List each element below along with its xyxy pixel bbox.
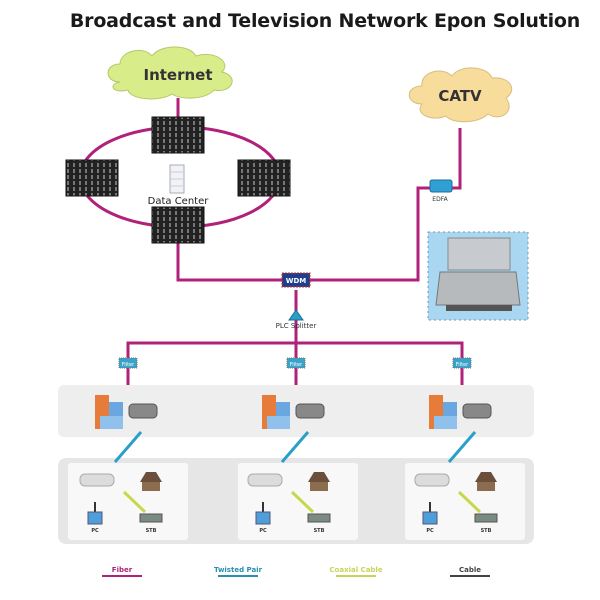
splitter-label: PLC Splitter (276, 322, 317, 330)
svg-text:Filter: Filter (456, 362, 469, 368)
home-set-1: PC STB (79, 472, 163, 534)
edfa-label: EDFA (432, 196, 448, 203)
splitter-icon (288, 309, 304, 321)
edfa-device: EDFA (429, 179, 453, 203)
house-icon (308, 472, 330, 482)
fiber-dc-wdm (176, 240, 282, 282)
svg-text:STB: STB (314, 528, 325, 534)
home-set-2: PC STB (247, 472, 331, 534)
legend-label-coaxial-cable: Coaxial Cable (329, 566, 382, 574)
onu-icon (462, 403, 492, 419)
svg-text:STB: STB (146, 528, 157, 534)
gateway-icon (414, 473, 450, 487)
building-onu-1 (95, 395, 158, 429)
olt-rack-right (237, 159, 291, 197)
pc-icon (422, 511, 438, 525)
house-icon (140, 472, 162, 482)
stb-icon (307, 513, 331, 523)
catv-label: CATV (438, 87, 482, 105)
data-center-label: Data Center (148, 196, 210, 207)
stb-icon (474, 513, 498, 523)
svg-text:PC: PC (91, 528, 99, 534)
pc-icon (87, 511, 103, 525)
wdm-device: WDM (281, 272, 311, 288)
home-set-3: PC STB (414, 472, 498, 534)
svg-text:PC: PC (259, 528, 267, 534)
wdm-label: WDM (286, 277, 307, 285)
svg-text:STB: STB (481, 528, 492, 534)
onu-icon (295, 403, 325, 419)
internet-cloud: Internet (107, 46, 233, 100)
gateway-icon (247, 473, 283, 487)
building-onu-2 (262, 395, 325, 429)
olt-rack-left (65, 159, 119, 197)
svg-text:PC: PC (426, 528, 434, 534)
building-onu-3 (429, 395, 492, 429)
house-icon (475, 472, 497, 482)
optical-receiver-photo (427, 231, 529, 321)
gateway-icon (79, 473, 115, 487)
legend-label-cable: Cable (459, 566, 481, 574)
page-title: Broadcast and Television Network Epon So… (69, 10, 581, 32)
catv-cloud: CATV (408, 67, 513, 123)
stb-icon (139, 513, 163, 523)
onu-icon (128, 403, 158, 419)
filter-3: Filter (452, 357, 472, 369)
fiber-catv-wdm (310, 128, 462, 282)
svg-text:Filter: Filter (290, 362, 303, 368)
legend: Fiber Twisted Pair Coaxial Cable Cable (102, 566, 490, 577)
legend-label-fiber: Fiber (112, 566, 133, 574)
pc-icon (255, 511, 271, 525)
plc-splitter: PLC Splitter (276, 309, 317, 330)
server-icon (169, 164, 185, 194)
filter-1: Filter (118, 357, 138, 369)
fiber-links (78, 98, 464, 385)
olt-rack-top (151, 116, 205, 154)
twisted-pair-links (113, 431, 477, 463)
olt-rack-bottom (151, 206, 205, 244)
filter-2: Filter (286, 357, 306, 369)
internet-label: Internet (143, 66, 212, 84)
svg-text:Filter: Filter (122, 362, 135, 368)
legend-label-twisted-pair: Twisted Pair (214, 566, 263, 574)
